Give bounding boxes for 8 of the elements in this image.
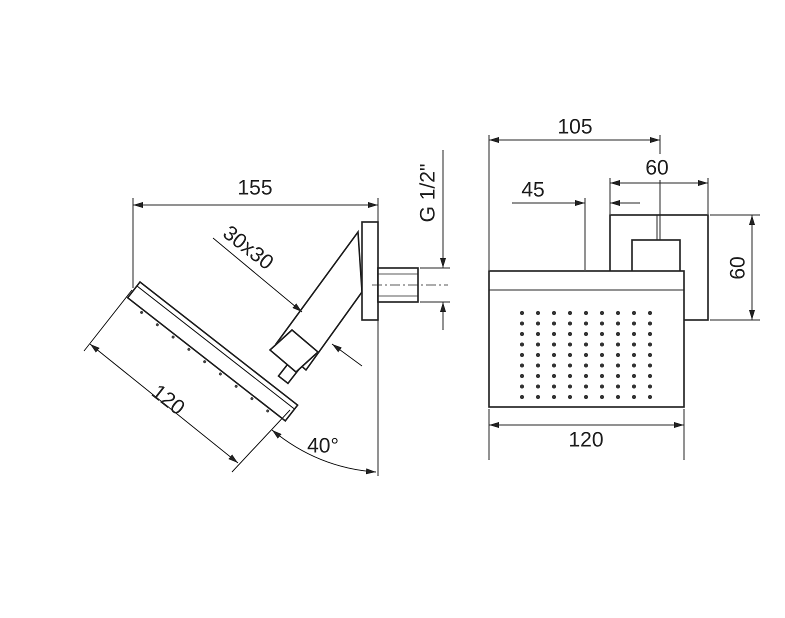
dimension-label: 60 xyxy=(645,158,669,178)
dimension-label: G 1/2" xyxy=(418,164,438,222)
dimension-label: 40° xyxy=(307,436,339,456)
dimension-label: 120 xyxy=(568,430,604,450)
dimension-label: 155 xyxy=(237,178,273,198)
dimension-label: 60 xyxy=(728,256,748,280)
dimension-label: 105 xyxy=(557,116,593,138)
dimension-label: 45 xyxy=(521,180,545,200)
